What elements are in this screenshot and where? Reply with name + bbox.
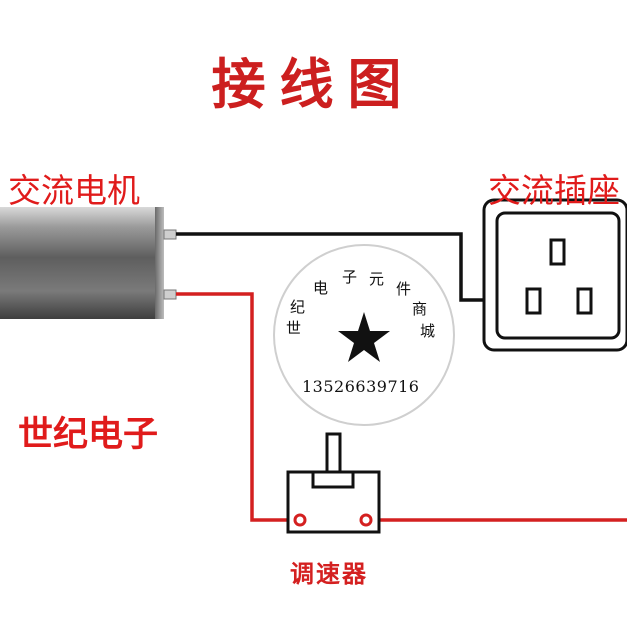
seal-char-3: 电 (313, 279, 329, 297)
socket-right-pin (576, 287, 593, 315)
speed-controller-label: 调速器 (290, 559, 368, 588)
motor-body (0, 207, 177, 319)
seal-char-5: 元 (369, 270, 385, 288)
seal-char-7: 商 (412, 300, 428, 318)
seal-char-8: 城 (420, 322, 436, 340)
seal-char-2: 纪 (290, 298, 306, 316)
socket-label: 交流插座 (488, 171, 620, 210)
ac-socket (482, 198, 627, 352)
star-icon (338, 312, 390, 362)
socket-left-pin (525, 287, 542, 315)
diagram-title: 接线图 (211, 52, 416, 116)
seal-char-6: 件 (396, 280, 412, 298)
motor-terminal-2 (163, 289, 177, 300)
speed-controller (286, 432, 381, 534)
controller-knob (325, 432, 342, 474)
motor-terminal-1 (163, 229, 177, 240)
red-wire-motor-to-controller (176, 292, 300, 522)
seal-phone-number: 13526639716 (302, 377, 420, 396)
motor-label: 交流电机 (8, 171, 140, 210)
brand-label: 世纪电子 (18, 415, 159, 455)
seal-stamp (273, 244, 455, 426)
controller-terminal-2 (359, 513, 373, 527)
socket-ground-pin (549, 238, 566, 266)
seal-char-1: 世 (286, 319, 302, 337)
controller-terminal-1 (293, 513, 307, 527)
seal-char-4: 子 (342, 268, 358, 286)
